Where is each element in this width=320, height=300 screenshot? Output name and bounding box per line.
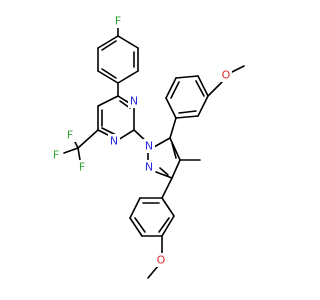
molecule-structure: F N N F F F N N — [50, 14, 245, 279]
pyrimidine-ring — [97, 95, 135, 141]
structure-canvas: F N N F F F N N — [50, 14, 245, 279]
pyrimidine-n-lower-label: N — [110, 135, 118, 148]
pyrimidine-n-lower-atom: N — [108, 134, 120, 148]
cf3-fluorine-top-atom: F — [64, 128, 76, 142]
upper-methoxyphenyl-ring — [165, 65, 245, 139]
cf3-f-left-label: F — [53, 149, 59, 162]
fluorine-para-atom: F — [112, 14, 124, 28]
methoxy-o-bottom-label: O — [157, 254, 166, 267]
methoxy-o-top-label: O — [222, 69, 231, 82]
cf3-f-bottom-label: F — [79, 161, 85, 174]
pyrazole-n1-label: N — [145, 140, 153, 153]
pyrimidine-n-upper-atom: N — [128, 94, 140, 108]
pyrazole-n1-atom: N — [143, 139, 155, 153]
fluorophenyl-ring — [97, 27, 139, 84]
atom-label-layer: F N N F F F N N — [50, 14, 232, 267]
lower-methoxyphenyl-ring — [129, 177, 175, 279]
fluorine-para-label: F — [115, 15, 121, 28]
cf3-f-top-label: F — [67, 129, 73, 142]
bond-layer — [63, 27, 245, 279]
pyrazole-n2-label: N — [145, 161, 153, 174]
pyrazole-n2-atom: N — [143, 160, 155, 174]
methoxy-oxygen-top-atom: O — [220, 68, 232, 82]
methoxy-oxygen-bottom-atom: O — [155, 253, 167, 267]
pyrazole-ring — [147, 137, 181, 179]
pyrimidine-n-upper-label: N — [130, 95, 138, 108]
cf3-fluorine-bottom-atom: F — [76, 160, 88, 174]
cf3-fluorine-left-atom: F — [50, 148, 62, 162]
